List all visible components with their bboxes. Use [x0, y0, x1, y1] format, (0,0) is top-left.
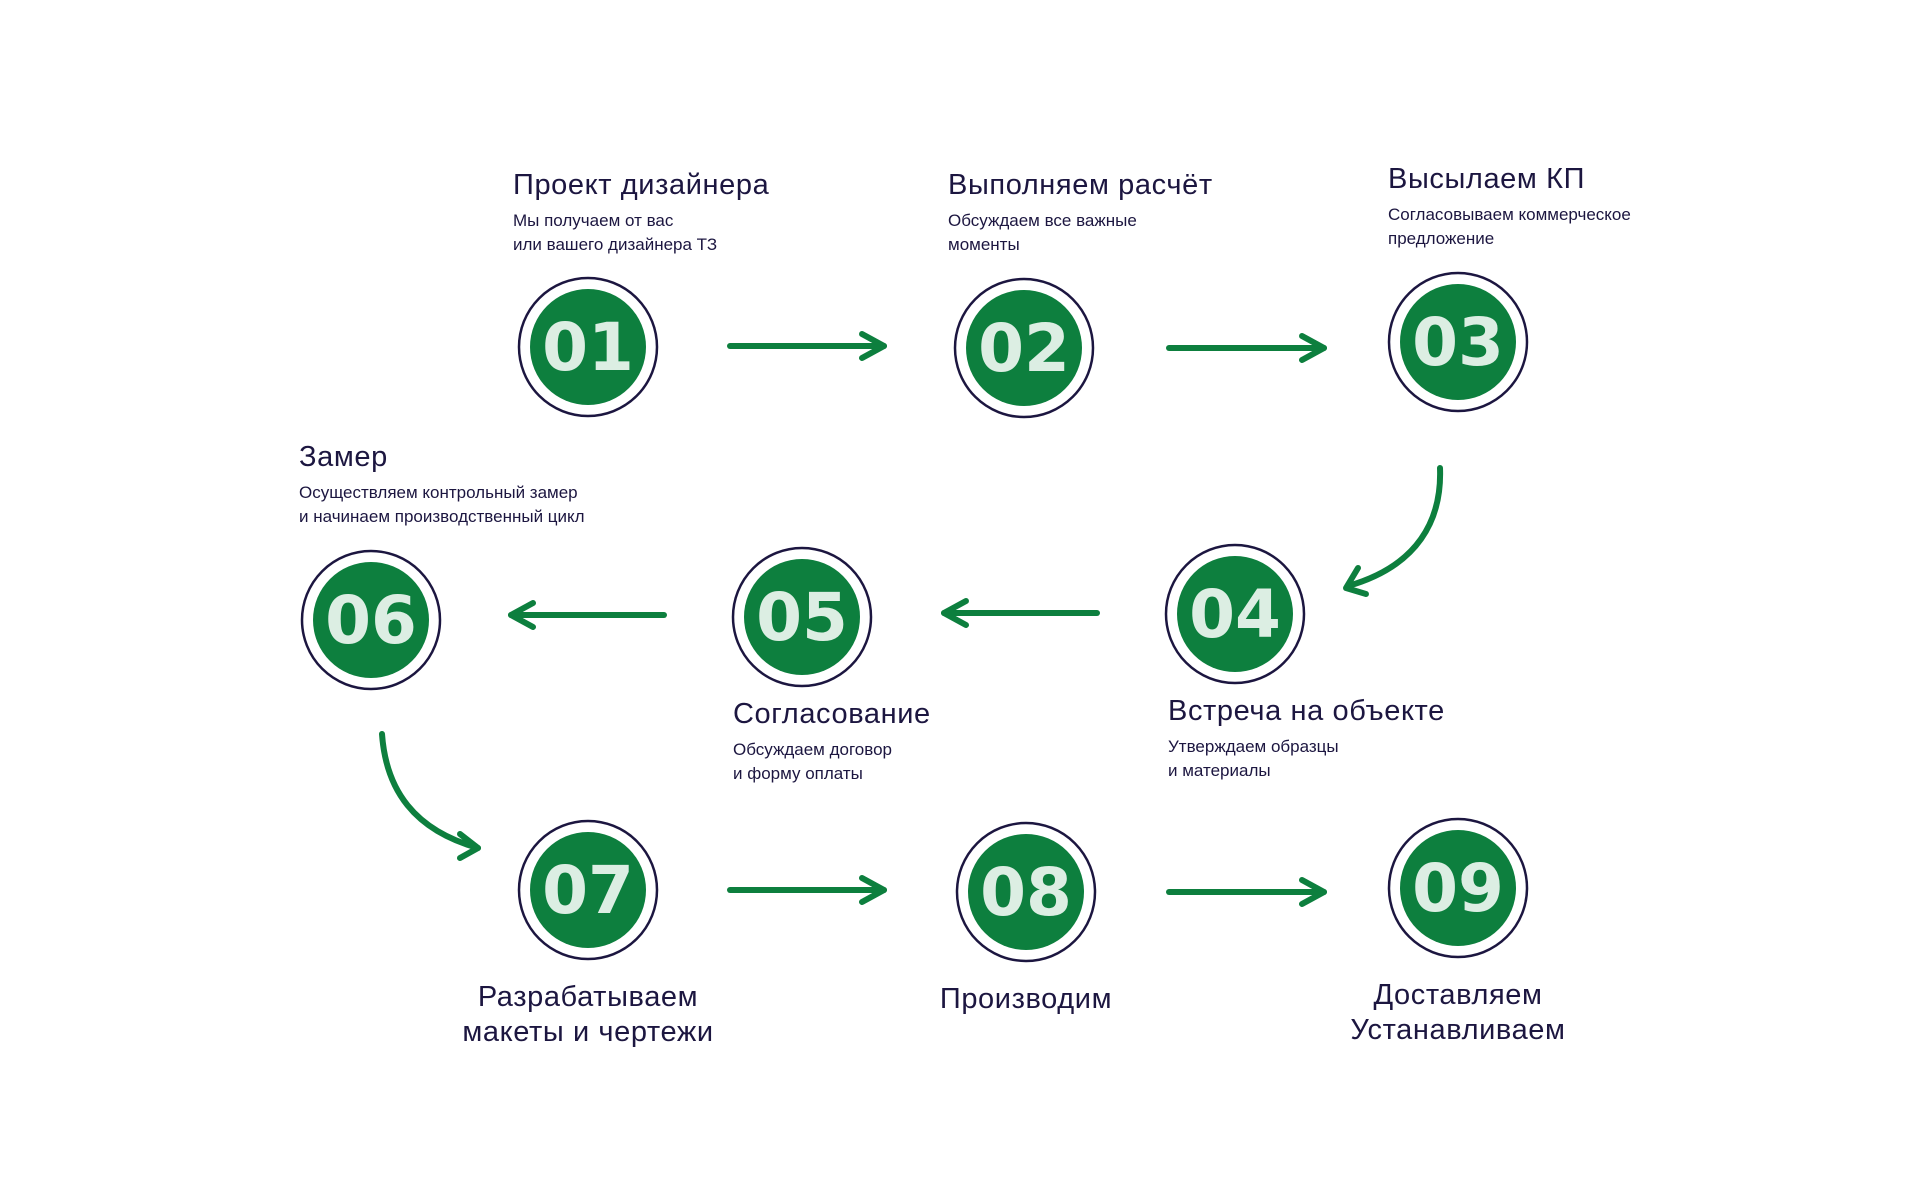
step-number: 01: [542, 309, 634, 386]
step-title-line: макеты и чертежи: [462, 1015, 714, 1048]
step-description-line: и материалы: [1168, 761, 1271, 781]
step-number: 05: [756, 579, 848, 656]
step-node-07: 07: [517, 819, 659, 961]
step-number: 02: [978, 310, 1070, 387]
step-description-line: Обсуждаем все важные: [948, 210, 1137, 230]
step-title: Проект дизайнера: [513, 169, 770, 201]
step-node-05: 05: [731, 546, 873, 688]
arrow-07-to-08: [727, 875, 887, 905]
arrow-04-to-05: [941, 598, 1100, 628]
step-node-01: 01: [517, 276, 659, 418]
arrow-05-to-06: [508, 600, 667, 630]
step-description-line: Осуществляем контрольный замер: [299, 482, 578, 502]
step-node-09: 09: [1387, 817, 1529, 959]
step-description: Обсуждаем договор и форму оплаты: [733, 738, 931, 787]
step-07-text: Разрабатываем макеты и чертежи: [428, 980, 748, 1050]
arrow-08-to-09: [1166, 877, 1327, 907]
step-description: Обсуждаем все важные моменты: [948, 209, 1213, 258]
step-06-text: Замер Осуществляем контрольный замер и н…: [299, 440, 585, 530]
step-03-text: Высылаем КП Согласовываем коммерческое п…: [1388, 162, 1631, 252]
arrow-01-to-02: [727, 331, 887, 361]
step-description: Утверждаем образцы и материалы: [1168, 735, 1445, 784]
step-description: Согласовываем коммерческое предложение: [1388, 203, 1631, 252]
step-description-line: предложение: [1388, 229, 1495, 249]
step-title: Производим: [939, 983, 1113, 1015]
step-02-text: Выполняем расчёт Обсуждаем все важные мо…: [948, 168, 1213, 258]
step-node-03: 03: [1387, 271, 1529, 413]
step-title-line: Разрабатываем: [477, 981, 699, 1013]
step-title: Выполняем расчёт: [948, 169, 1213, 201]
step-title: Высылаем КП: [1388, 163, 1586, 195]
step-node-04: 04: [1164, 543, 1306, 685]
step-description: Мы получаем от вас или вашего дизайнера …: [513, 209, 769, 258]
step-description-line: и форму оплаты: [733, 764, 863, 784]
arrow-02-to-03: [1166, 333, 1327, 363]
step-description-line: моменты: [948, 235, 1020, 255]
step-08-text: Производим: [866, 982, 1186, 1017]
step-description-line: Мы получаем от вас: [513, 210, 674, 230]
step-number: 03: [1412, 304, 1504, 381]
step-node-06: 06: [300, 549, 442, 691]
step-title: Согласование: [733, 698, 931, 730]
step-01-text: Проект дизайнера Мы получаем от вас или …: [513, 168, 769, 258]
step-node-08: 08: [955, 821, 1097, 963]
step-title: Замер: [299, 441, 388, 473]
step-description-line: и начинаем производственный цикл: [299, 507, 585, 527]
step-description-line: Обсуждаем договор: [733, 739, 892, 759]
step-title: Встреча на объекте: [1168, 695, 1445, 727]
step-number: 09: [1412, 850, 1504, 927]
step-description: Осуществляем контрольный замер и начинае…: [299, 481, 585, 530]
step-title-line: Устанавливаем: [1350, 1013, 1566, 1046]
step-description-line: Согласовываем коммерческое: [1388, 204, 1631, 224]
step-node-02: 02: [953, 277, 1095, 419]
arrow-06-to-07: [379, 731, 481, 861]
step-04-text: Встреча на объекте Утверждаем образцы и …: [1168, 694, 1445, 784]
step-05-text: Согласование Обсуждаем договор и форму о…: [733, 697, 931, 787]
step-number: 07: [542, 852, 634, 929]
step-number: 06: [325, 582, 417, 659]
step-description-line: или вашего дизайнера ТЗ: [513, 235, 718, 255]
arrow-03-to-04: [1343, 465, 1444, 597]
step-number: 08: [980, 854, 1072, 931]
step-title-line: Доставляем: [1373, 979, 1543, 1011]
step-number: 04: [1189, 576, 1281, 653]
step-09-text: Доставляем Устанавливаем: [1298, 978, 1618, 1048]
step-description-line: Утверждаем образцы: [1168, 736, 1339, 756]
